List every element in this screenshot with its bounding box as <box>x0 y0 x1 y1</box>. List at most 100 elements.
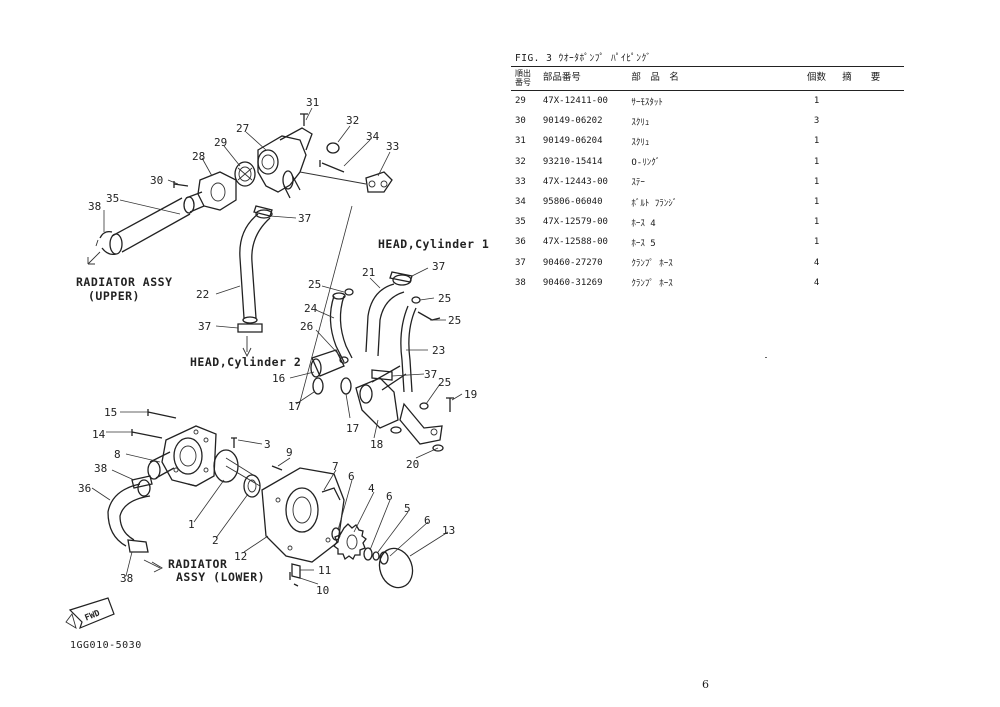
table-row: 32 93210-15414 O-ﾘﾝｸﾞ 1 <box>511 152 904 172</box>
table-row: 30 90149-06202 ｽｸﾘｭ 3 <box>511 111 904 131</box>
callout: 3 <box>264 438 271 451</box>
callout: 2 <box>212 534 219 547</box>
water-pump-drawing <box>107 409 414 589</box>
table-row: 33 47X-12443-00 ｽﾃｰ 1 <box>511 172 904 192</box>
thermostat-housing-drawing <box>173 113 393 214</box>
table-row: 36 47X-12588-00 ﾎｰｽ 5 1 <box>511 232 904 252</box>
callout: 23 <box>432 344 445 357</box>
row-remarks <box>842 131 904 151</box>
table-row: 37 90460-27270 ｸﾗﾝﾌﾟ ﾎｰｽ 4 <box>511 253 904 273</box>
callout: 37 <box>432 260 445 273</box>
row-part-number: 47X-12579-00 <box>542 217 608 228</box>
callout: 11 <box>318 564 331 577</box>
callout: 6 <box>386 490 393 503</box>
callout: 6 <box>424 514 431 527</box>
pipes-drawing <box>310 271 454 452</box>
callout: 15 <box>104 406 117 419</box>
row-part-number: 93210-15414 <box>542 156 603 167</box>
parts-table: 順出 番号 部品番号 部 品 名 個数 摘 要 29 47X-12411-00 … <box>511 66 904 293</box>
row-part-number: 90460-31269 <box>542 277 603 288</box>
row-remarks <box>842 192 904 212</box>
callout: 33 <box>386 140 399 153</box>
table-row: 38 90460-31269 ｸﾗﾝﾌﾟ ﾎｰｽ 4 <box>511 273 904 293</box>
header-description: 部 品 名 <box>631 66 791 91</box>
row-remarks <box>842 232 904 252</box>
row-part-number: 47X-12588-00 <box>542 237 608 248</box>
label-head-cylinder-1: HEAD,Cylinder 1 <box>378 237 489 251</box>
callout-numbers: 31 32 34 33 27 29 28 30 38 35 37 22 37 2… <box>78 96 477 597</box>
row-description: ｽﾃｰ <box>631 178 645 189</box>
exploded-parts-diagram: 31 32 34 33 27 29 28 30 38 35 37 22 37 2… <box>65 96 489 651</box>
row-remarks <box>842 91 904 112</box>
callout: 14 <box>92 428 106 441</box>
row-description: ｻｰﾓｽﾀｯﾄ <box>631 97 663 108</box>
callout: 30 <box>150 174 163 187</box>
header-no: 順出 番号 <box>511 66 543 91</box>
table-row: 29 47X-12411-00 ｻｰﾓｽﾀｯﾄ 1 <box>511 91 904 112</box>
callout: 38 <box>94 462 107 475</box>
callout: 37 <box>198 320 211 333</box>
header-qty: 個数 <box>790 66 843 91</box>
callout: 25 <box>308 278 321 291</box>
label-radiator-lower-line1: RADIATOR <box>168 557 227 571</box>
callout: 5 <box>404 502 411 515</box>
callout: 6 <box>348 470 355 483</box>
callout: 8 <box>114 448 121 461</box>
callout: 25 <box>448 314 461 327</box>
row-part-number: 47X-12411-00 <box>542 96 608 107</box>
callout: 1 <box>188 518 195 531</box>
row-no: 33 <box>515 176 526 187</box>
row-no: 34 <box>515 197 526 208</box>
callout: 28 <box>192 150 205 163</box>
row-description: ｸﾗﾝﾌﾟ ﾎｰｽ <box>631 259 673 270</box>
hose-22-drawing <box>237 205 273 358</box>
callout: 32 <box>346 114 359 127</box>
figure-code: 1GG010-5030 <box>70 640 142 651</box>
row-qty: 4 <box>813 257 820 268</box>
callout: 35 <box>106 192 119 205</box>
row-description: ｸﾗﾝﾌﾟ ﾎｰｽ <box>631 279 673 290</box>
callout: 29 <box>214 136 227 149</box>
row-qty: 1 <box>813 176 820 187</box>
row-qty: 1 <box>813 237 820 248</box>
header-no-bottom: 番号 <box>515 78 531 87</box>
row-no: 32 <box>515 156 526 167</box>
table-header-row: 順出 番号 部品番号 部 品 名 個数 摘 要 <box>511 66 904 91</box>
row-remarks <box>842 172 904 192</box>
fwd-label: FWD <box>83 608 101 623</box>
row-remarks <box>842 273 904 293</box>
row-qty: 1 <box>813 136 820 147</box>
row-qty: 1 <box>813 197 820 208</box>
callout: 25 <box>438 376 451 389</box>
label-radiator-lower-line2: ASSY (LOWER) <box>176 570 265 584</box>
callout: 12 <box>234 550 247 563</box>
row-no: 31 <box>515 136 526 147</box>
callout: 38 <box>120 572 133 585</box>
callout: 13 <box>442 524 455 537</box>
callout: 4 <box>368 482 375 495</box>
callout: 19 <box>464 388 477 401</box>
row-qty: 1 <box>813 96 820 107</box>
label-radiator-upper-line2: (UPPER) <box>88 289 140 303</box>
callout: 37 <box>424 368 437 381</box>
row-qty: 4 <box>813 277 820 288</box>
radiator-upper-arrow <box>87 251 101 265</box>
row-qty: 1 <box>813 156 820 167</box>
callout: 36 <box>78 482 91 495</box>
callout: 17 <box>346 422 359 435</box>
callout: 37 <box>298 212 311 225</box>
label-head-cylinder-2: HEAD,Cylinder 2 <box>190 355 301 369</box>
callout: 24 <box>304 302 318 315</box>
fwd-indicator: FWD <box>65 597 115 630</box>
label-radiator-upper-line1: RADIATOR ASSY <box>76 275 173 289</box>
callout: 18 <box>370 438 383 451</box>
row-no: 38 <box>515 277 526 288</box>
figure-title: FIG. 3 ｳｵｰﾀﾎﾟﾝﾌﾟ ﾊﾟｲﾋﾟﾝｸﾞ <box>515 53 652 64</box>
callout: 31 <box>306 96 319 109</box>
callout: 9 <box>286 446 293 459</box>
row-remarks <box>842 212 904 232</box>
row-description: O-ﾘﾝｸﾞ <box>631 158 661 169</box>
header-no-top: 順出 <box>515 69 531 78</box>
callout: 21 <box>362 266 375 279</box>
callout: 34 <box>366 130 380 143</box>
